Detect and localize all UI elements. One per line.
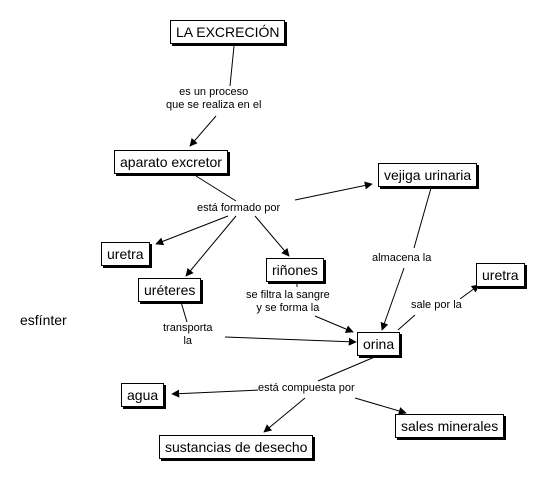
arrow-to-agua [171, 389, 261, 398]
node-ureteres[interactable]: uréteres [138, 278, 202, 302]
node-uretra-salida[interactable]: uretra [476, 263, 525, 287]
connector-orina-label [397, 314, 416, 331]
node-uretra[interactable]: uretra [101, 242, 150, 266]
connector-excrecion-label [229, 45, 235, 87]
node-la-excrecion[interactable]: LA EXCRECIÓN [170, 20, 286, 44]
node-vejiga-urinaria[interactable]: vejiga urinaria [378, 163, 478, 187]
connector-ureteres-label [180, 301, 188, 323]
node-sales-minerales[interactable]: sales minerales [395, 414, 505, 438]
link-label-esta-formado-por: está formado por [197, 202, 281, 215]
node-aparato-excretor[interactable]: aparato excretor [114, 150, 228, 174]
link-label-se-filtra: se filtra la sangre y se forma la [246, 289, 330, 315]
arrow-to-sales [354, 397, 407, 415]
arrow-vejiga-to-orina [380, 267, 405, 331]
arrow-ureteres-to-orina [224, 336, 357, 346]
link-label-es-un-proceso: es un proceso que se realiza en el [166, 86, 262, 112]
connector-aparato-label [195, 175, 237, 202]
node-esfinter[interactable]: esfínter [20, 312, 67, 328]
node-rinones[interactable]: riñones [266, 258, 324, 282]
arrow-to-sustancias [263, 397, 306, 433]
node-orina[interactable]: orina [357, 332, 401, 356]
arrow-to-vejiga [294, 181, 373, 201]
arrow-to-rinones [254, 215, 290, 257]
arrow-rinones-to-orina [314, 315, 354, 333]
link-label-esta-compuesta-por: está compuesta por [258, 382, 355, 395]
link-label-almacena-la: almacena la [372, 252, 432, 265]
link-label-sale-por-la: sale por la [411, 299, 462, 312]
node-sustancias-de-desecho[interactable]: sustancias de desecho [159, 435, 314, 459]
node-agua[interactable]: agua [121, 383, 165, 407]
arrow-to-uretra-right [459, 284, 480, 300]
connector-orina-compuesta [317, 355, 378, 382]
arrow-to-uretra-left [155, 215, 229, 246]
arrow-to-aparato [189, 115, 217, 147]
connector-vejiga-label [413, 187, 432, 249]
arrow-to-ureteres [185, 215, 237, 277]
link-label-transporta: transporta la [163, 322, 213, 348]
